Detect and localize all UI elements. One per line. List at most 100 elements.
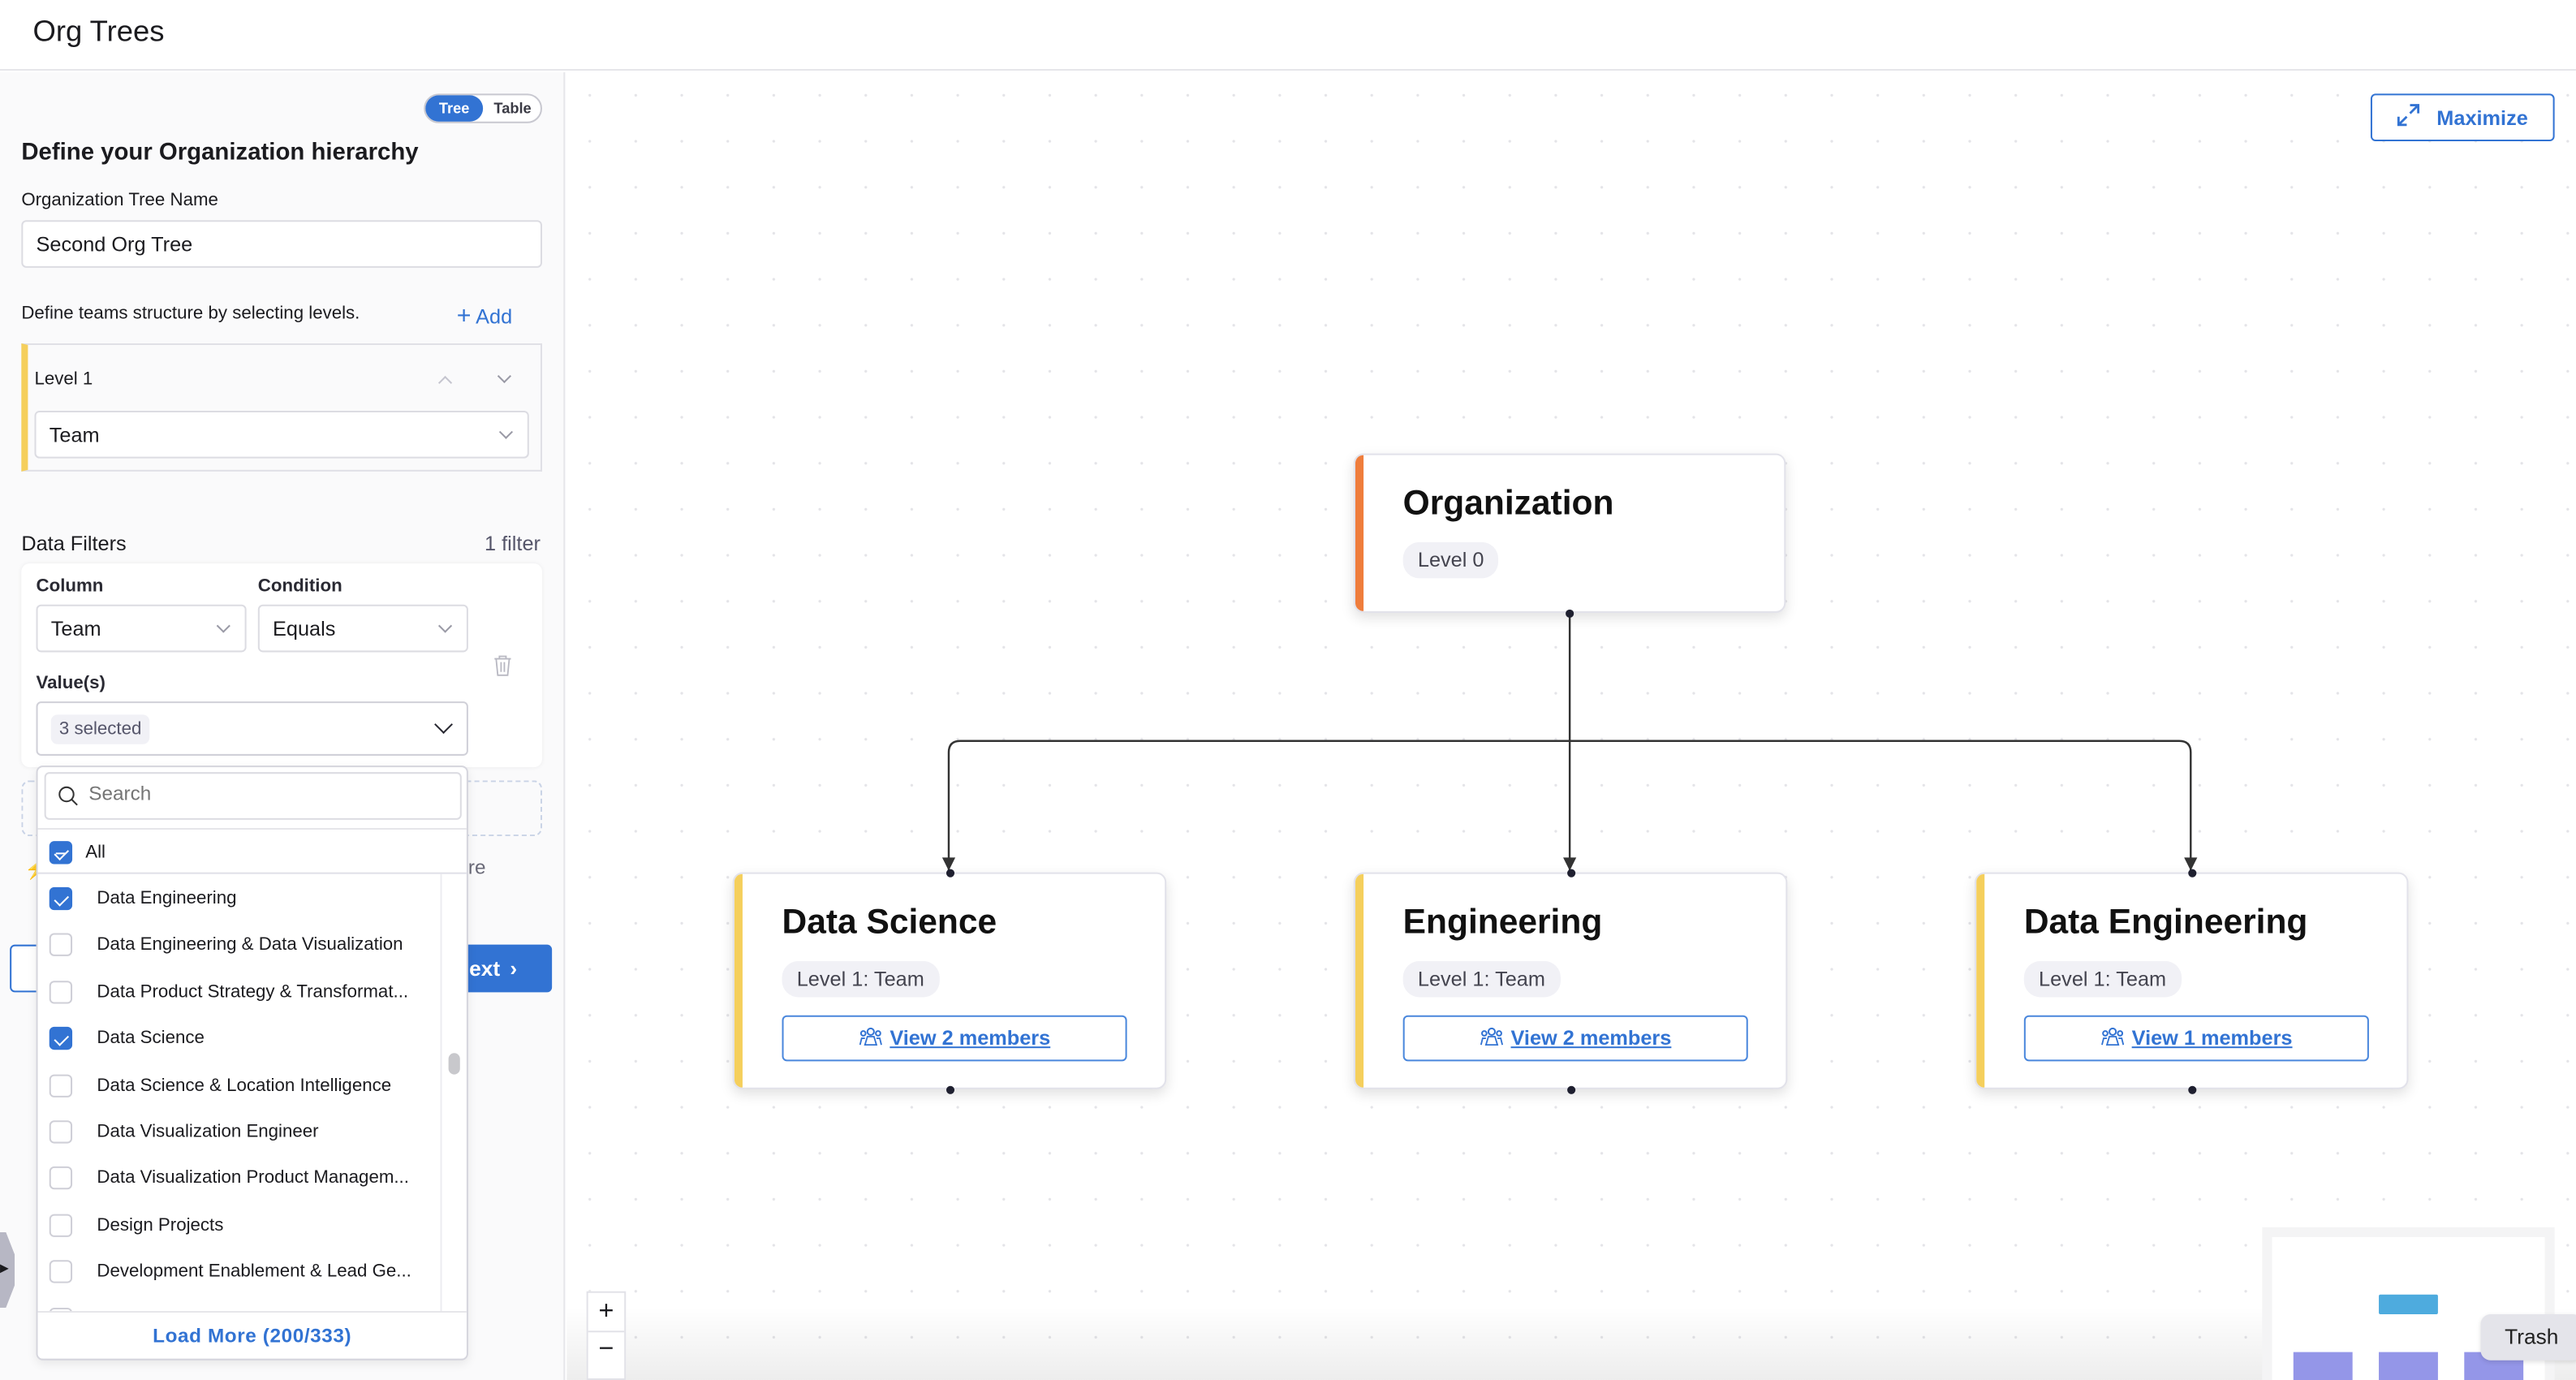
expand-icon [2397, 103, 2420, 131]
option-label: Data Science [97, 1029, 205, 1049]
level-label: Level 1 [34, 369, 93, 390]
toggle-table[interactable]: Table [493, 100, 532, 117]
node-handle[interactable] [1566, 869, 1575, 878]
option-checkbox[interactable] [49, 980, 73, 1004]
node-handle[interactable] [945, 869, 954, 878]
scrollbar-thumb[interactable] [448, 1053, 460, 1075]
chevron-right-icon: › [510, 955, 518, 981]
tree-name-value: Second Org Tree [36, 232, 193, 256]
load-more-button[interactable]: Load More (200/333) [37, 1310, 467, 1359]
node-color-bar [1355, 873, 1364, 1088]
trash-tooltip: Trash [2480, 1314, 2576, 1361]
node-handle[interactable] [945, 1085, 954, 1094]
side-handle[interactable]: ▶ [0, 1231, 15, 1308]
levels-hint: Define teams structure by selecting leve… [21, 304, 360, 324]
option-item[interactable]: Data Science [38, 1016, 441, 1062]
option-checkbox[interactable] [49, 1214, 73, 1237]
option-checkbox[interactable] [49, 934, 73, 957]
option-checkbox[interactable] [49, 1073, 73, 1098]
option-checkbox[interactable] [49, 1167, 73, 1191]
level-card: Level 1 Team [21, 343, 542, 472]
maximize-button[interactable]: Maximize [2370, 93, 2555, 142]
option-checkbox[interactable] [49, 886, 73, 911]
play-icon: ▶ [0, 1263, 9, 1275]
minimap-root-node [2379, 1294, 2438, 1315]
option-item[interactable]: Development Enablement & Lead Ge... [38, 1248, 441, 1295]
column-label: Column [36, 576, 104, 597]
node-handle[interactable] [2187, 1085, 2196, 1094]
view-members-button[interactable]: View 1 members [2023, 1015, 2369, 1062]
option-item[interactable]: Data Engineering & Data Visualization [38, 922, 441, 968]
plus-icon: + [456, 302, 472, 330]
option-label: Development Enablement & Lead Ge... [97, 1261, 411, 1282]
option-label: Data Product Strategy & Transformat... [97, 981, 409, 1003]
values-label: Value(s) [36, 673, 106, 694]
maximize-label: Maximize [2436, 106, 2528, 129]
trash-icon[interactable] [493, 653, 512, 684]
tree-canvas[interactable] [566, 72, 2576, 1380]
tree-name-label: Organization Tree Name [21, 190, 218, 211]
node-level-chip: Level 1: Team [1402, 960, 1561, 998]
option-item[interactable]: Design Projects [38, 1202, 441, 1248]
option-item[interactable]: Data Visualization Product Managem... [38, 1156, 441, 1202]
form-heading: Define your Organization hierarchy [21, 140, 419, 166]
select-all-row[interactable]: All [37, 827, 467, 874]
option-item[interactable]: Data Visualization Engineer [38, 1109, 441, 1155]
node-title: Engineering [1402, 903, 1603, 942]
option-item[interactable]: Data Engineering [38, 876, 441, 922]
arrow-icon [941, 857, 956, 871]
option-item[interactable]: Data Science & Location Intelligence [38, 1063, 441, 1109]
users-icon [859, 1026, 882, 1050]
column-value: Team [50, 616, 101, 640]
option-label: Data Visualization Product Managem... [97, 1168, 409, 1188]
users-icon [1480, 1026, 1503, 1050]
option-checkbox[interactable] [49, 1027, 73, 1050]
add-level-button[interactable]: + Add [457, 302, 512, 330]
zoom-out-button[interactable]: − [598, 1335, 614, 1364]
view-members-button[interactable]: View 2 members [1402, 1015, 1748, 1062]
tree-name-input[interactable]: Second Org Tree [21, 220, 542, 268]
option-checkbox[interactable] [49, 1307, 73, 1315]
column-select[interactable]: Team [36, 604, 247, 653]
node-title: Organization [1402, 485, 1614, 523]
arrow-icon [2184, 857, 2198, 871]
node-handle[interactable] [1566, 609, 1574, 618]
toggle-tree[interactable]: Tree [425, 95, 484, 122]
zoom-in-button[interactable]: + [588, 1293, 625, 1333]
option-label: Data Science & Location Intelligence [97, 1075, 392, 1096]
org-node-root[interactable]: Organization Level 0 [1353, 453, 1786, 613]
indeterminate-checkbox[interactable] [49, 841, 73, 865]
bottom-shade [566, 1305, 2576, 1380]
node-handle[interactable] [2187, 869, 2196, 878]
option-item[interactable]: Data Product Strategy & Transformat... [38, 969, 441, 1016]
option-item-partial[interactable] [38, 1296, 441, 1315]
level-select[interactable]: Team [34, 410, 529, 459]
dropdown-search[interactable] [44, 772, 462, 820]
view-toggle[interactable]: Tree Table [424, 93, 542, 123]
view-members-label: View 1 members [2131, 1026, 2293, 1050]
filters-title: Data Filters [21, 532, 127, 556]
condition-label: Condition [257, 576, 342, 597]
view-members-button[interactable]: View 2 members [782, 1015, 1127, 1062]
condition-select[interactable]: Equals [257, 604, 468, 653]
node-level-chip: Level 1: Team [2023, 960, 2182, 998]
zoom-controls: + − [586, 1291, 627, 1380]
node-title: Data Engineering [2023, 903, 2308, 942]
add-label: Add [476, 305, 513, 329]
node-handle[interactable] [1566, 1085, 1575, 1094]
node-title: Data Science [782, 903, 997, 942]
option-checkbox[interactable] [49, 1120, 73, 1144]
search-input[interactable] [88, 782, 418, 805]
option-label: Data Engineering & Data Visualization [97, 935, 403, 955]
node-color-bar [734, 873, 743, 1088]
node-color-bar [1976, 873, 1985, 1088]
option-checkbox[interactable] [49, 1260, 73, 1283]
page-title: Org Trees [32, 15, 165, 48]
values-multiselect[interactable]: 3 selected [36, 701, 468, 756]
